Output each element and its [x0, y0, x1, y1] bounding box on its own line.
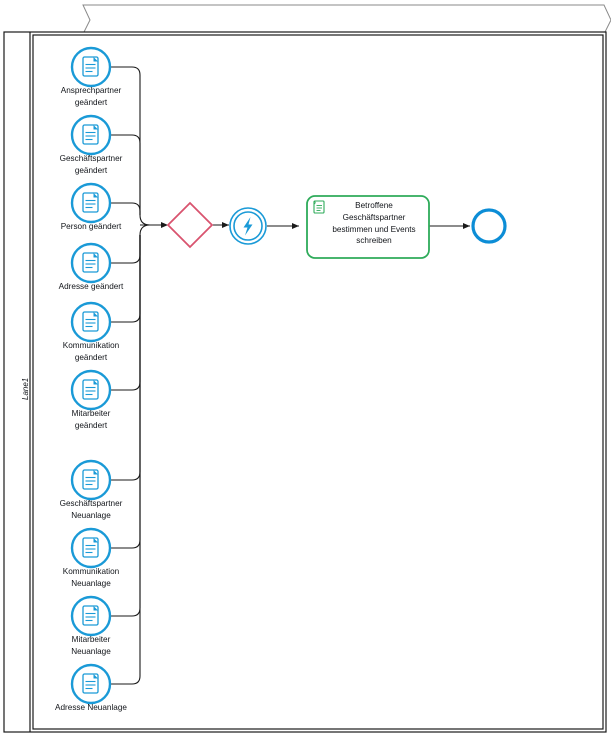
- start-event-geschaeftspartner-neuanlage[interactable]: [70, 459, 112, 501]
- start-event-mitarbeiter-neuanlage[interactable]: [70, 595, 112, 637]
- message-document-icon: [82, 124, 99, 145]
- message-document-icon: [82, 469, 99, 490]
- start-event-person-geaendert[interactable]: [70, 182, 112, 224]
- end-event[interactable]: [471, 208, 507, 244]
- message-document-icon: [82, 311, 99, 332]
- start-event-kommunikation-geaendert[interactable]: [70, 301, 112, 343]
- message-document-icon: [82, 56, 99, 77]
- header-banner-chevron: [82, 4, 611, 35]
- lane-label: Lane1: [21, 377, 30, 400]
- start-event-adresse-geaendert[interactable]: [70, 242, 112, 284]
- exclusive-gateway[interactable]: [166, 201, 214, 249]
- message-document-icon: [82, 673, 99, 694]
- task-betroffene-geschaeftspartner[interactable]: [306, 195, 430, 259]
- message-document-icon: [82, 192, 99, 213]
- message-document-icon: [82, 537, 99, 558]
- start-event-mitarbeiter-geaendert[interactable]: [70, 369, 112, 411]
- start-events-group: [70, 46, 112, 705]
- message-document-icon: [82, 379, 99, 400]
- start-event-kommunikation-neuanlage[interactable]: [70, 527, 112, 569]
- lightning-bolt-icon: [243, 217, 253, 236]
- start-event-adresse-neuanlage[interactable]: [70, 663, 112, 705]
- start-event-geschaeftspartner-geaendert[interactable]: [70, 114, 112, 156]
- start-event-ansprechpartner-geaendert[interactable]: [70, 46, 112, 88]
- task-label: Betroffene Geschäftspartner bestimmen un…: [332, 201, 416, 246]
- script-task-icon: [313, 200, 325, 214]
- message-document-icon: [82, 605, 99, 626]
- signal-intermediate-event[interactable]: [229, 207, 267, 245]
- connector-group: [111, 66, 470, 685]
- message-document-icon: [82, 252, 99, 273]
